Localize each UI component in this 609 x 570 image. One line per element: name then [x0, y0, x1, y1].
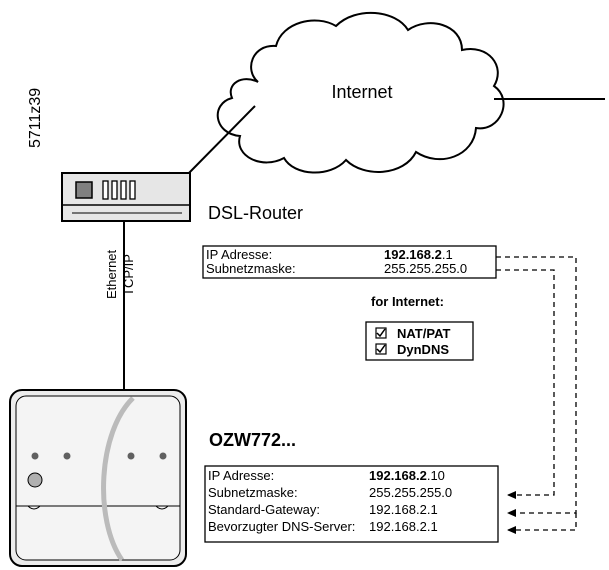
setting-value-rest: .10 — [427, 468, 445, 483]
setting-label: IP Adresse: — [208, 468, 274, 483]
setting-label: IP Adresse: — [206, 247, 272, 262]
setting-value: 192.168.2.1 — [369, 519, 438, 534]
setting-value-bold: 192.168.2 — [369, 468, 427, 483]
setting-value: 255.255.255.0 — [384, 261, 467, 276]
router-internet-link — [185, 105, 256, 177]
setting-value: 192.168.2.10 — [369, 468, 445, 483]
setting-value-rest: 192.168.2.1 — [369, 519, 438, 534]
setting-label: Standard-Gateway: — [208, 502, 320, 517]
setting-value-rest: 255.255.255.0 — [384, 261, 467, 276]
setting-value-rest: 255.255.255.0 — [369, 485, 452, 500]
ozw772-device-icon — [9, 389, 187, 567]
dns-mapping-arrow — [507, 513, 577, 534]
internet-features-heading: for Internet: — [371, 294, 444, 309]
setting-label: Subnetzmaske: — [206, 261, 296, 276]
cable-label-ethernet: Ethernet — [104, 249, 119, 299]
router-label: DSL-Router — [208, 203, 303, 223]
feature-item: NAT/PAT — [397, 326, 450, 341]
subnet-mapping-arrow — [496, 269, 555, 499]
internet-cloud-icon — [216, 12, 505, 174]
setting-value: 192.168.2.1 — [384, 247, 453, 262]
setting-value: 192.168.2.1 — [369, 502, 438, 517]
setting-label: Bevorzugter DNS-Server: — [208, 519, 355, 534]
device-label: OZW772... — [209, 430, 296, 450]
setting-label: Subnetzmaske: — [208, 485, 298, 500]
feature-item: DynDNS — [397, 342, 449, 357]
drawing-id: 5711z39 — [27, 88, 44, 148]
cloud-label: Internet — [331, 82, 392, 102]
router-icon — [61, 172, 191, 222]
setting-value-rest: 192.168.2.1 — [369, 502, 438, 517]
checkbox-checked-icon — [375, 343, 387, 355]
setting-value-rest: .1 — [442, 247, 453, 262]
device-settings-box — [204, 465, 499, 543]
setting-value: 255.255.255.0 — [369, 485, 452, 500]
router-settings-box — [202, 245, 497, 279]
settings-mapping-arrows — [496, 256, 577, 534]
cable-label-tcpip: TCP/IP — [121, 254, 136, 296]
setting-value-bold: 192.168.2 — [384, 247, 442, 262]
gateway-mapping-arrow — [496, 256, 577, 517]
checkbox-checked-icon — [375, 327, 387, 339]
